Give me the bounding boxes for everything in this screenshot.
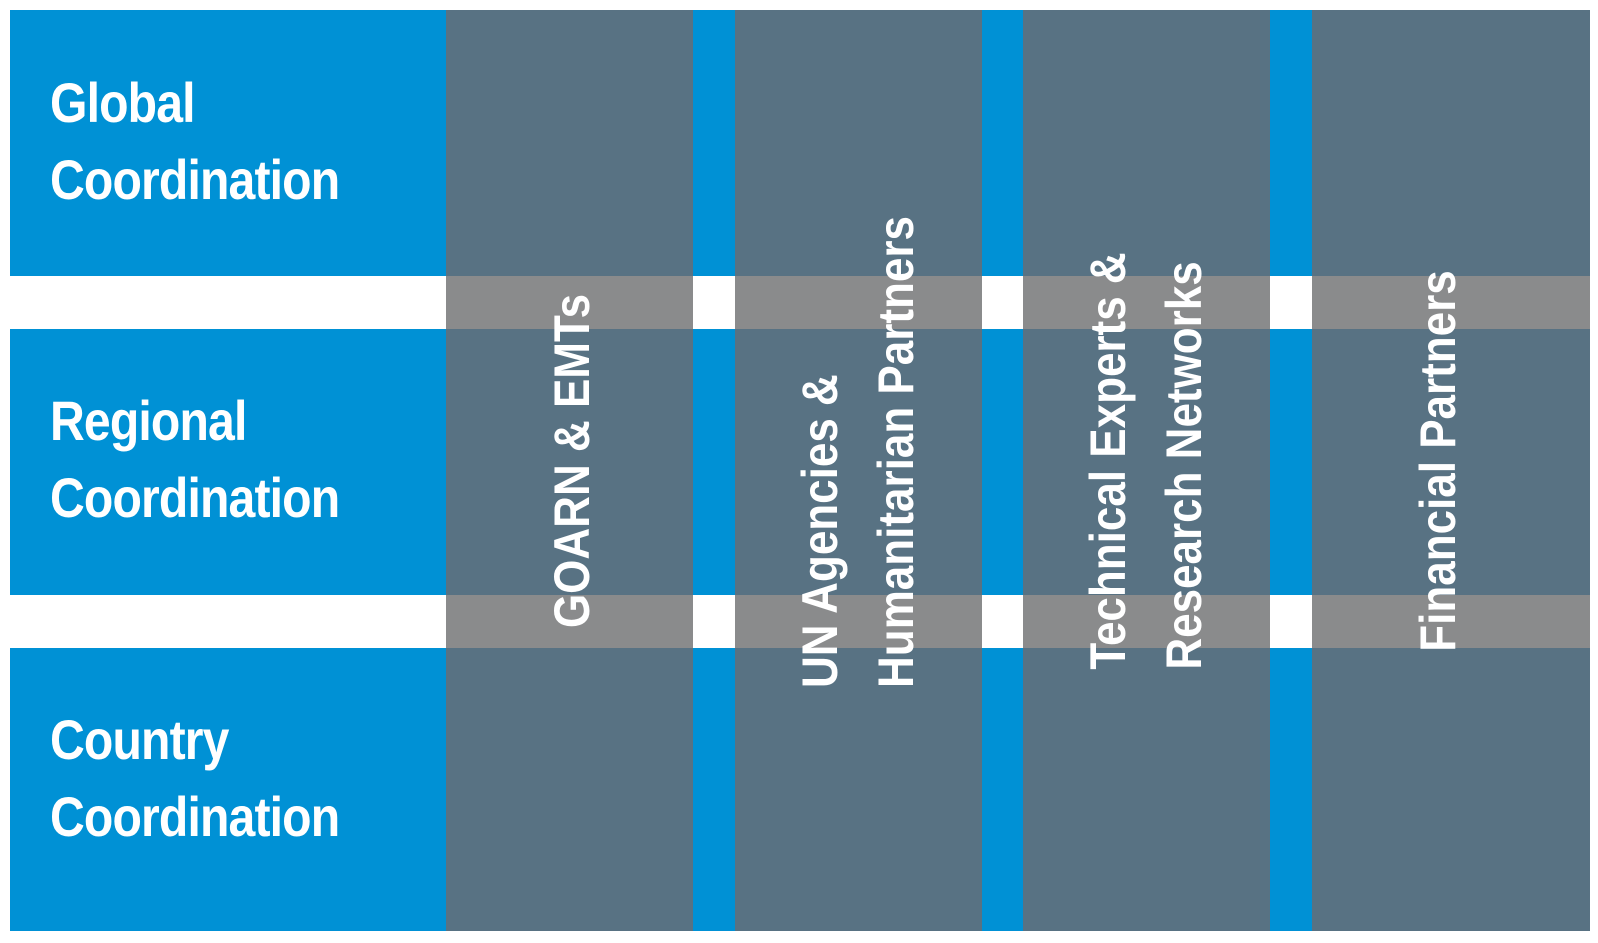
- tier-label-country: Country Coordination: [50, 701, 340, 855]
- column-financial-partners: [1312, 10, 1590, 931]
- column-label-line: GOARN & EMTs: [544, 293, 600, 629]
- column-label-line: Technical Experts &: [1080, 252, 1136, 670]
- column-label-financial-partners: Financial Partners: [1400, 270, 1476, 651]
- tier-label-line: Country: [50, 708, 229, 771]
- column-label-line: Research Networks: [1156, 261, 1212, 670]
- overlap-block: [735, 276, 982, 329]
- overlap-block: [1312, 595, 1590, 648]
- tier-label-line: Global: [50, 71, 196, 134]
- tier-label-line: Regional: [50, 389, 247, 452]
- column-label-goarn-emts: GOARN & EMTs: [534, 294, 610, 628]
- overlap-block: [1023, 595, 1270, 648]
- overlap-block: [735, 595, 982, 648]
- tier-label-line: Coordination: [50, 466, 340, 529]
- column-label-un-agencies: UN Agencies & Humanitarian Partners: [782, 216, 934, 688]
- overlap-block: [1023, 276, 1270, 329]
- column-label-line: Financial Partners: [1410, 270, 1466, 652]
- tier-label-global: Global Coordination: [50, 64, 340, 218]
- column-label-line: UN Agencies &: [792, 374, 848, 688]
- column-label-technical-experts: Technical Experts & Research Networks: [1070, 252, 1222, 669]
- column-un-agencies: [735, 10, 982, 931]
- overlap-block: [1312, 276, 1590, 329]
- column-label-line: Humanitarian Partners: [868, 216, 924, 688]
- tier-label-line: Coordination: [50, 148, 340, 211]
- overlap-block: [446, 595, 693, 648]
- tier-label-line: Coordination: [50, 785, 340, 848]
- tier-label-regional: Regional Coordination: [50, 382, 340, 536]
- column-technical-experts: [1023, 10, 1270, 931]
- column-goarn-emts: [446, 10, 693, 931]
- overlap-block: [446, 276, 693, 329]
